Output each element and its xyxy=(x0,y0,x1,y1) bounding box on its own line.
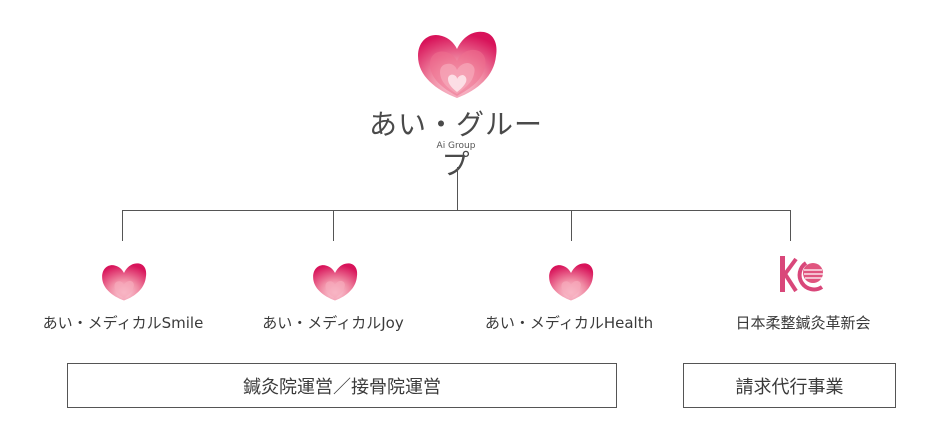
company-name-health: あい・メディカルHealth xyxy=(484,314,654,332)
business-box-billing-agency-label: 請求代行事業 xyxy=(735,376,844,398)
heart-icon xyxy=(549,263,594,301)
ai-group-heart-logo xyxy=(418,31,497,99)
business-box-clinic-operation-label: 鍼灸院運営／接骨院運営 xyxy=(243,376,441,398)
company-name-smile: あい・メディカルSmile xyxy=(42,314,204,332)
group-subtitle: Ai Group xyxy=(436,141,476,151)
branch-line-smile xyxy=(122,210,123,241)
branch-line-health xyxy=(571,210,572,241)
business-box-billing-agency: 請求代行事業 xyxy=(683,363,896,408)
branch-line-kyokai xyxy=(790,210,791,241)
horizontal-branch-line xyxy=(122,210,791,211)
company-name-kyokai: 日本柔整鍼灸革新会 xyxy=(735,314,871,332)
company-name-joy: あい・メディカルJoy xyxy=(262,314,404,332)
heart-icon xyxy=(313,263,358,301)
business-box-clinic-operation: 鍼灸院運営／接骨院運営 xyxy=(67,363,617,408)
group-title: あい・グループ xyxy=(368,108,543,181)
kc-icon xyxy=(780,256,824,293)
trunk-line xyxy=(457,167,458,210)
heart-icon xyxy=(102,263,147,301)
branch-line-joy xyxy=(333,210,334,241)
